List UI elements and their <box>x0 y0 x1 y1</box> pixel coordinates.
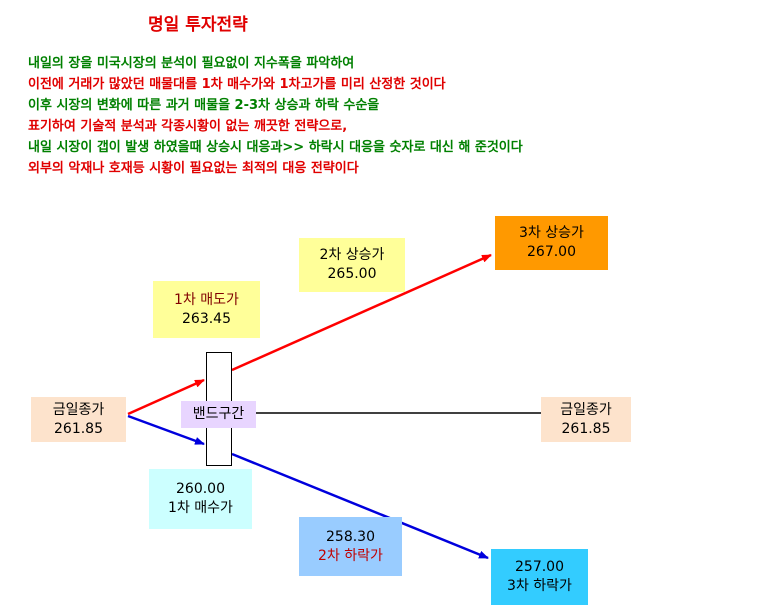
close-price-left-value: 261.85 <box>54 420 103 437</box>
fall-price-3-value: 257.00 <box>515 559 564 575</box>
close-price-right-box: 금일종가 261.85 <box>541 397 631 442</box>
rise-price-3-box: 3차 상승가 267.00 <box>495 216 608 270</box>
description-line: 표기하여 기술적 분석과 각종시황이 없는 깨끗한 전략으로, <box>28 119 348 134</box>
description-line: 이전에 거래가 많았던 매물대를 1차 매수가와 1차고가를 미리 산정한 것이… <box>28 77 446 92</box>
description-line: 이후 시장의 변화에 따른 과거 매물을 2-3차 상승과 하락 수순을 <box>28 98 380 113</box>
up-arrow-short <box>127 378 205 416</box>
close-price-right-value: 261.85 <box>561 420 611 437</box>
up-arrow-long <box>231 253 492 372</box>
buy-price-1-box: 260.00 1차 매수가 <box>149 469 252 529</box>
buy-price-1-value: 260.00 <box>176 481 225 497</box>
down-arrow-long <box>231 452 489 560</box>
sell-price-1-value: 263.45 <box>182 310 231 327</box>
fall-price-2-box: 258.30 2차 하락가 <box>299 517 402 576</box>
description-line: 내일의 장을 미국시장의 분석이 필요없이 지수폭을 파악하여 <box>28 56 355 71</box>
fall-price-2-value: 258.30 <box>326 528 375 545</box>
fall-price-2-label: 2차 하락가 <box>318 547 383 564</box>
buy-price-1-label: 1차 매수가 <box>168 500 233 516</box>
rise-price-2-box: 2차 상승가 265.00 <box>299 238 405 292</box>
strategy-description: 내일의 장을 미국시장의 분석이 필요없이 지수폭을 파악하여 이전에 거래가 … <box>28 53 523 179</box>
sell-price-1-label: 1차 매도가 <box>174 291 239 308</box>
close-price-left-label: 금일종가 <box>52 401 105 418</box>
down-arrow-short <box>127 414 205 446</box>
close-price-left-box: 금일종가 261.85 <box>31 397 126 442</box>
rise-price-2-label: 2차 상승가 <box>319 247 385 263</box>
sell-price-1-box: 1차 매도가 263.45 <box>153 281 260 338</box>
description-line: 내일 시장이 갭이 발생 하였을때 상승시 대응과>> 하락시 대응을 숫자로 … <box>28 140 523 155</box>
rise-price-3-value: 267.00 <box>527 244 576 260</box>
rise-price-2-value: 265.00 <box>327 266 377 282</box>
page-title: 명일 투자전략 <box>148 15 248 35</box>
fall-price-3-box: 257.00 3차 하락가 <box>491 549 588 605</box>
description-line: 외부의 악재나 호재등 시황이 필요없는 최적의 대응 전략이다 <box>28 161 359 176</box>
close-price-right-label: 금일종가 <box>560 401 612 418</box>
band-label: 밴드구간 <box>181 401 256 428</box>
band-label-text: 밴드구간 <box>192 406 245 422</box>
fall-price-3-label: 3차 하락가 <box>507 578 572 594</box>
rise-price-3-label: 3차 상승가 <box>519 225 584 241</box>
